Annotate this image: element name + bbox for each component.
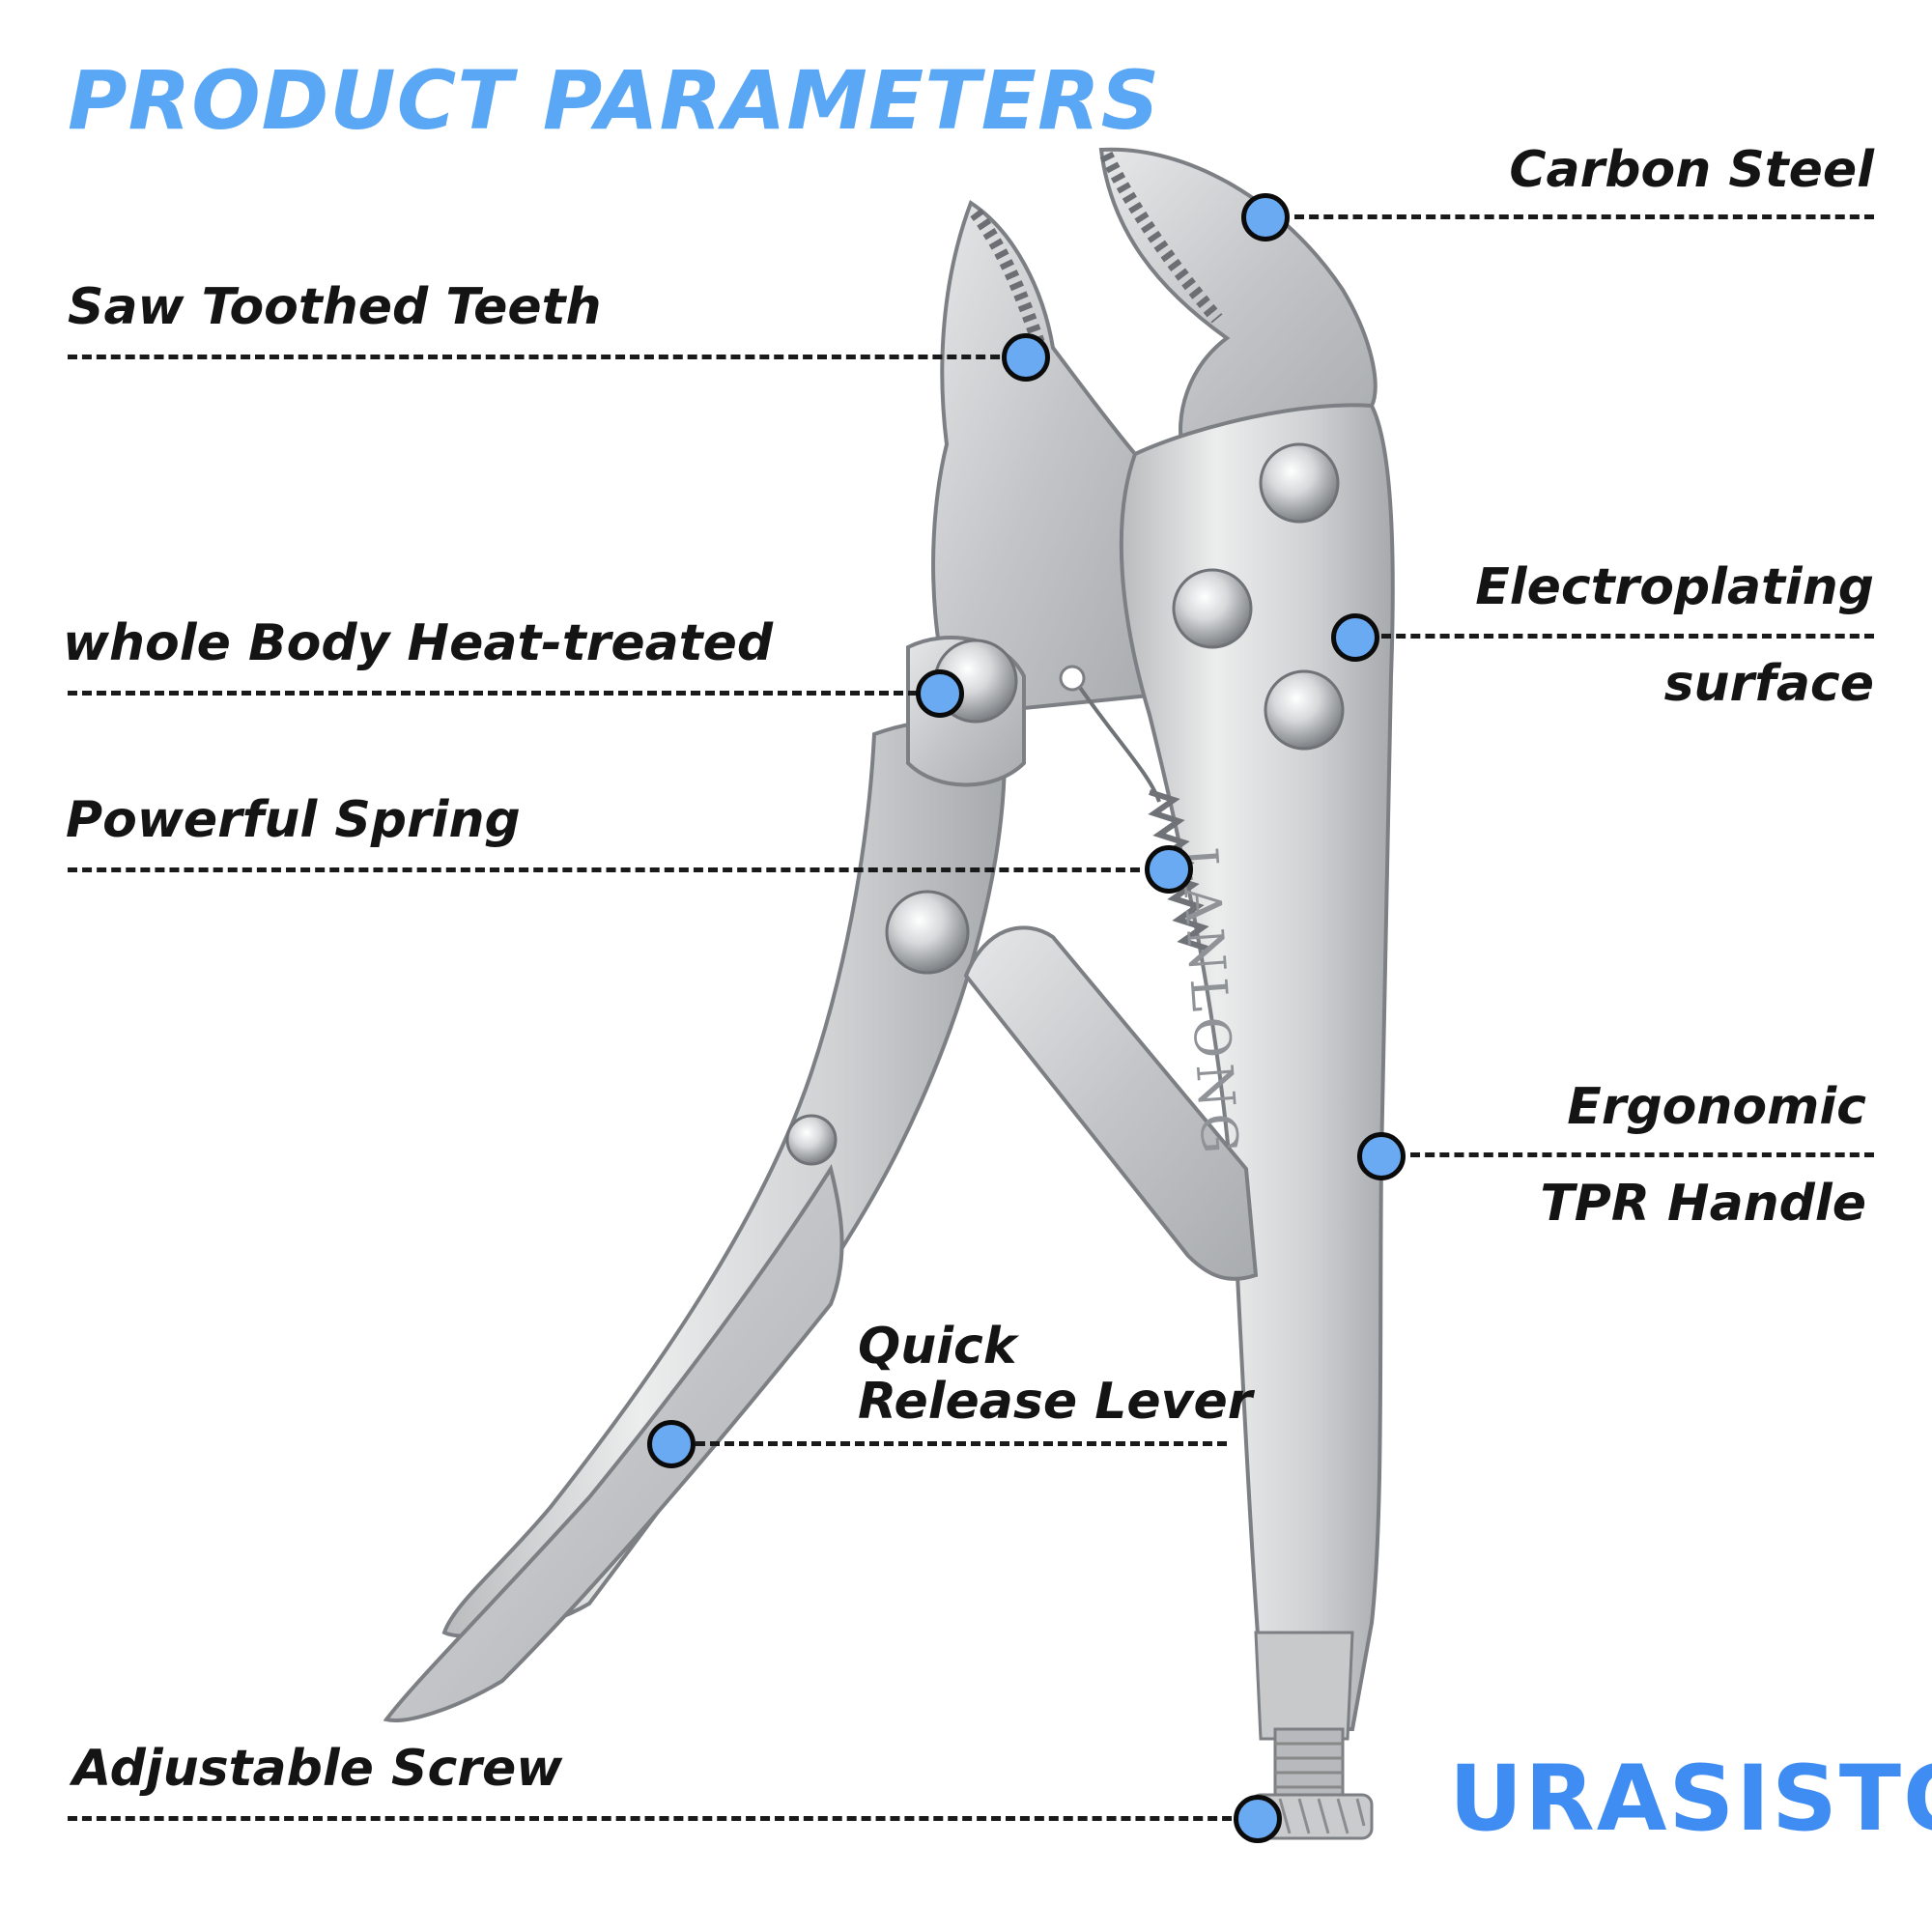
leader-adjustable-screw xyxy=(68,1816,1246,1821)
label-electroplating-2: surface xyxy=(1663,655,1874,713)
label-electroplating-1: Electroplating xyxy=(1475,558,1874,616)
marker-powerful-spring xyxy=(1145,845,1193,894)
label-adjustable-screw: Adjustable Screw xyxy=(72,1740,563,1798)
label-carbon-steel: Carbon Steel xyxy=(1509,141,1874,199)
rivet-2 xyxy=(1172,568,1253,649)
adjustable-screw xyxy=(1249,1727,1374,1840)
leader-carbon-steel xyxy=(1294,214,1874,219)
leader-saw-toothed-teeth xyxy=(68,355,1014,359)
rivet-6 xyxy=(785,1114,838,1166)
movable-handle xyxy=(441,719,1008,1638)
marker-carbon-steel xyxy=(1241,193,1290,242)
marker-electroplating xyxy=(1331,613,1379,662)
rivet-1 xyxy=(1259,442,1340,524)
label-quick-release-2: Release Lever xyxy=(858,1373,1253,1431)
label-ergonomic-1: Ergonomic xyxy=(1567,1078,1866,1136)
label-ergonomic-2: TPR Handle xyxy=(1540,1175,1866,1233)
marker-quick-release xyxy=(647,1420,696,1468)
leader-electroplating xyxy=(1381,634,1874,639)
leader-quick-release xyxy=(696,1441,1227,1446)
label-quick-release-1: Quick xyxy=(858,1318,1017,1376)
leader-powerful-spring xyxy=(68,867,1140,872)
page-title: PRODUCT PARAMETERS xyxy=(68,53,1161,148)
label-heat-treated: whole Body Heat-treated xyxy=(63,614,774,672)
marker-ergonomic xyxy=(1357,1132,1406,1180)
marker-adjustable-screw xyxy=(1234,1795,1282,1843)
leader-ergonomic xyxy=(1410,1152,1874,1157)
rivet-5 xyxy=(885,890,970,975)
label-saw-toothed-teeth: Saw Toothed Teeth xyxy=(68,278,602,336)
brand-logo: URASISTO xyxy=(1449,1747,1932,1852)
release-lever xyxy=(383,1163,844,1722)
marker-heat-treated xyxy=(916,669,964,718)
toggle-link xyxy=(963,925,1259,1281)
label-powerful-spring: Powerful Spring xyxy=(66,791,521,849)
leader-heat-treated xyxy=(68,691,918,696)
marker-saw-toothed-teeth xyxy=(1002,333,1050,382)
rivet-3 xyxy=(1264,669,1345,751)
